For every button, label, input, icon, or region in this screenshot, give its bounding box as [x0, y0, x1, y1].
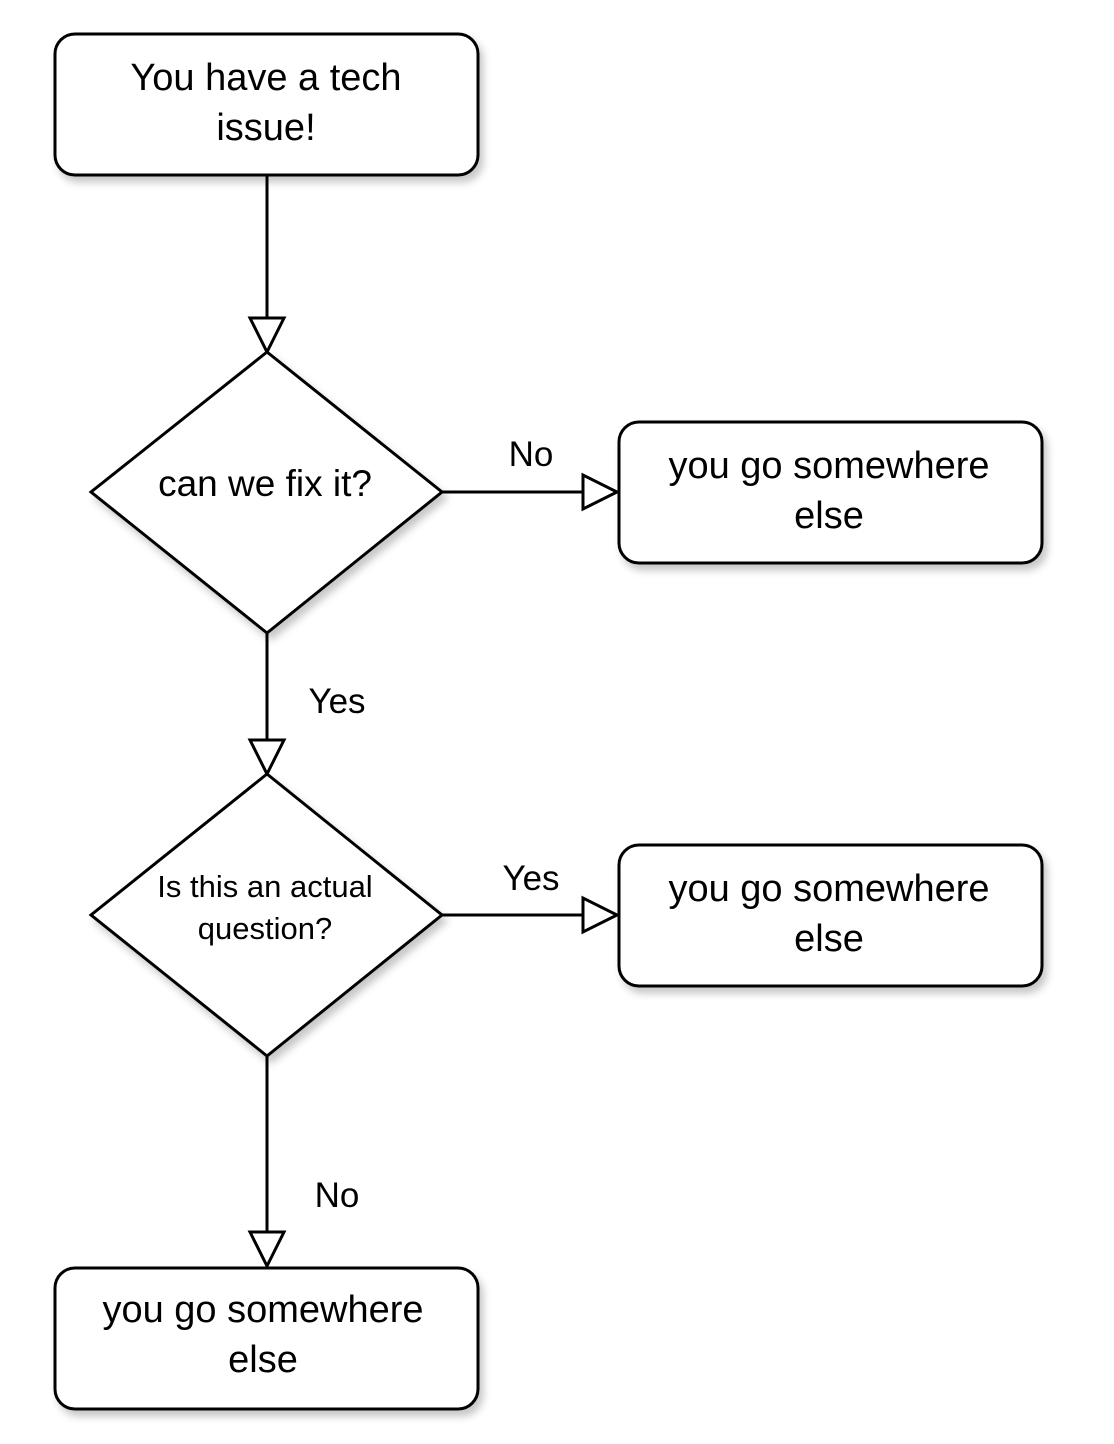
result-node-right-2-line-1: you go somewhere	[668, 868, 989, 910]
edge-label-actual-yes: Yes	[502, 859, 559, 898]
edge-label-fix-no: No	[509, 435, 554, 474]
arrowhead-right	[581, 895, 621, 935]
start-node: You have a tech issue!	[53, 32, 480, 177]
decision-actual-line-1: Is this an actual	[157, 869, 372, 904]
start-node-line-2: issue!	[216, 107, 315, 149]
start-node-line-1: You have a tech	[130, 57, 401, 99]
connector-fix-yes	[247, 633, 287, 778]
result-node-right-2-line-2: else	[794, 918, 864, 960]
arrowhead-down	[247, 738, 287, 778]
arrowhead-right	[581, 472, 621, 512]
connector-fix-no	[442, 472, 621, 512]
result-node-right-1-line-2: else	[794, 495, 864, 537]
decision-fix-text: can we fix it?	[158, 463, 372, 504]
connector-actual-no	[247, 1056, 287, 1270]
result-node-right-1-line-1: you go somewhere	[668, 445, 989, 487]
decision-fix-node: can we fix it?	[88, 350, 445, 635]
result-node-bottom-line-1: you go somewhere	[102, 1289, 423, 1331]
connector-start-to-fix	[247, 175, 287, 356]
result-node-right-1: you go somewhere else	[617, 420, 1044, 565]
edge-label-actual-no: No	[315, 1176, 360, 1215]
result-node-right-2: you go somewhere else	[617, 843, 1044, 988]
result-node-bottom: you go somewhere else	[53, 1266, 480, 1411]
arrowhead-down	[247, 316, 287, 356]
decision-actual-line-2: question?	[198, 911, 332, 946]
edge-label-fix-yes: Yes	[308, 682, 365, 721]
result-node-bottom-line-2: else	[228, 1339, 298, 1381]
arrowhead-down	[247, 1230, 287, 1270]
decision-actual-node: Is this an actual question?	[88, 772, 445, 1058]
connector-actual-yes	[442, 895, 621, 935]
